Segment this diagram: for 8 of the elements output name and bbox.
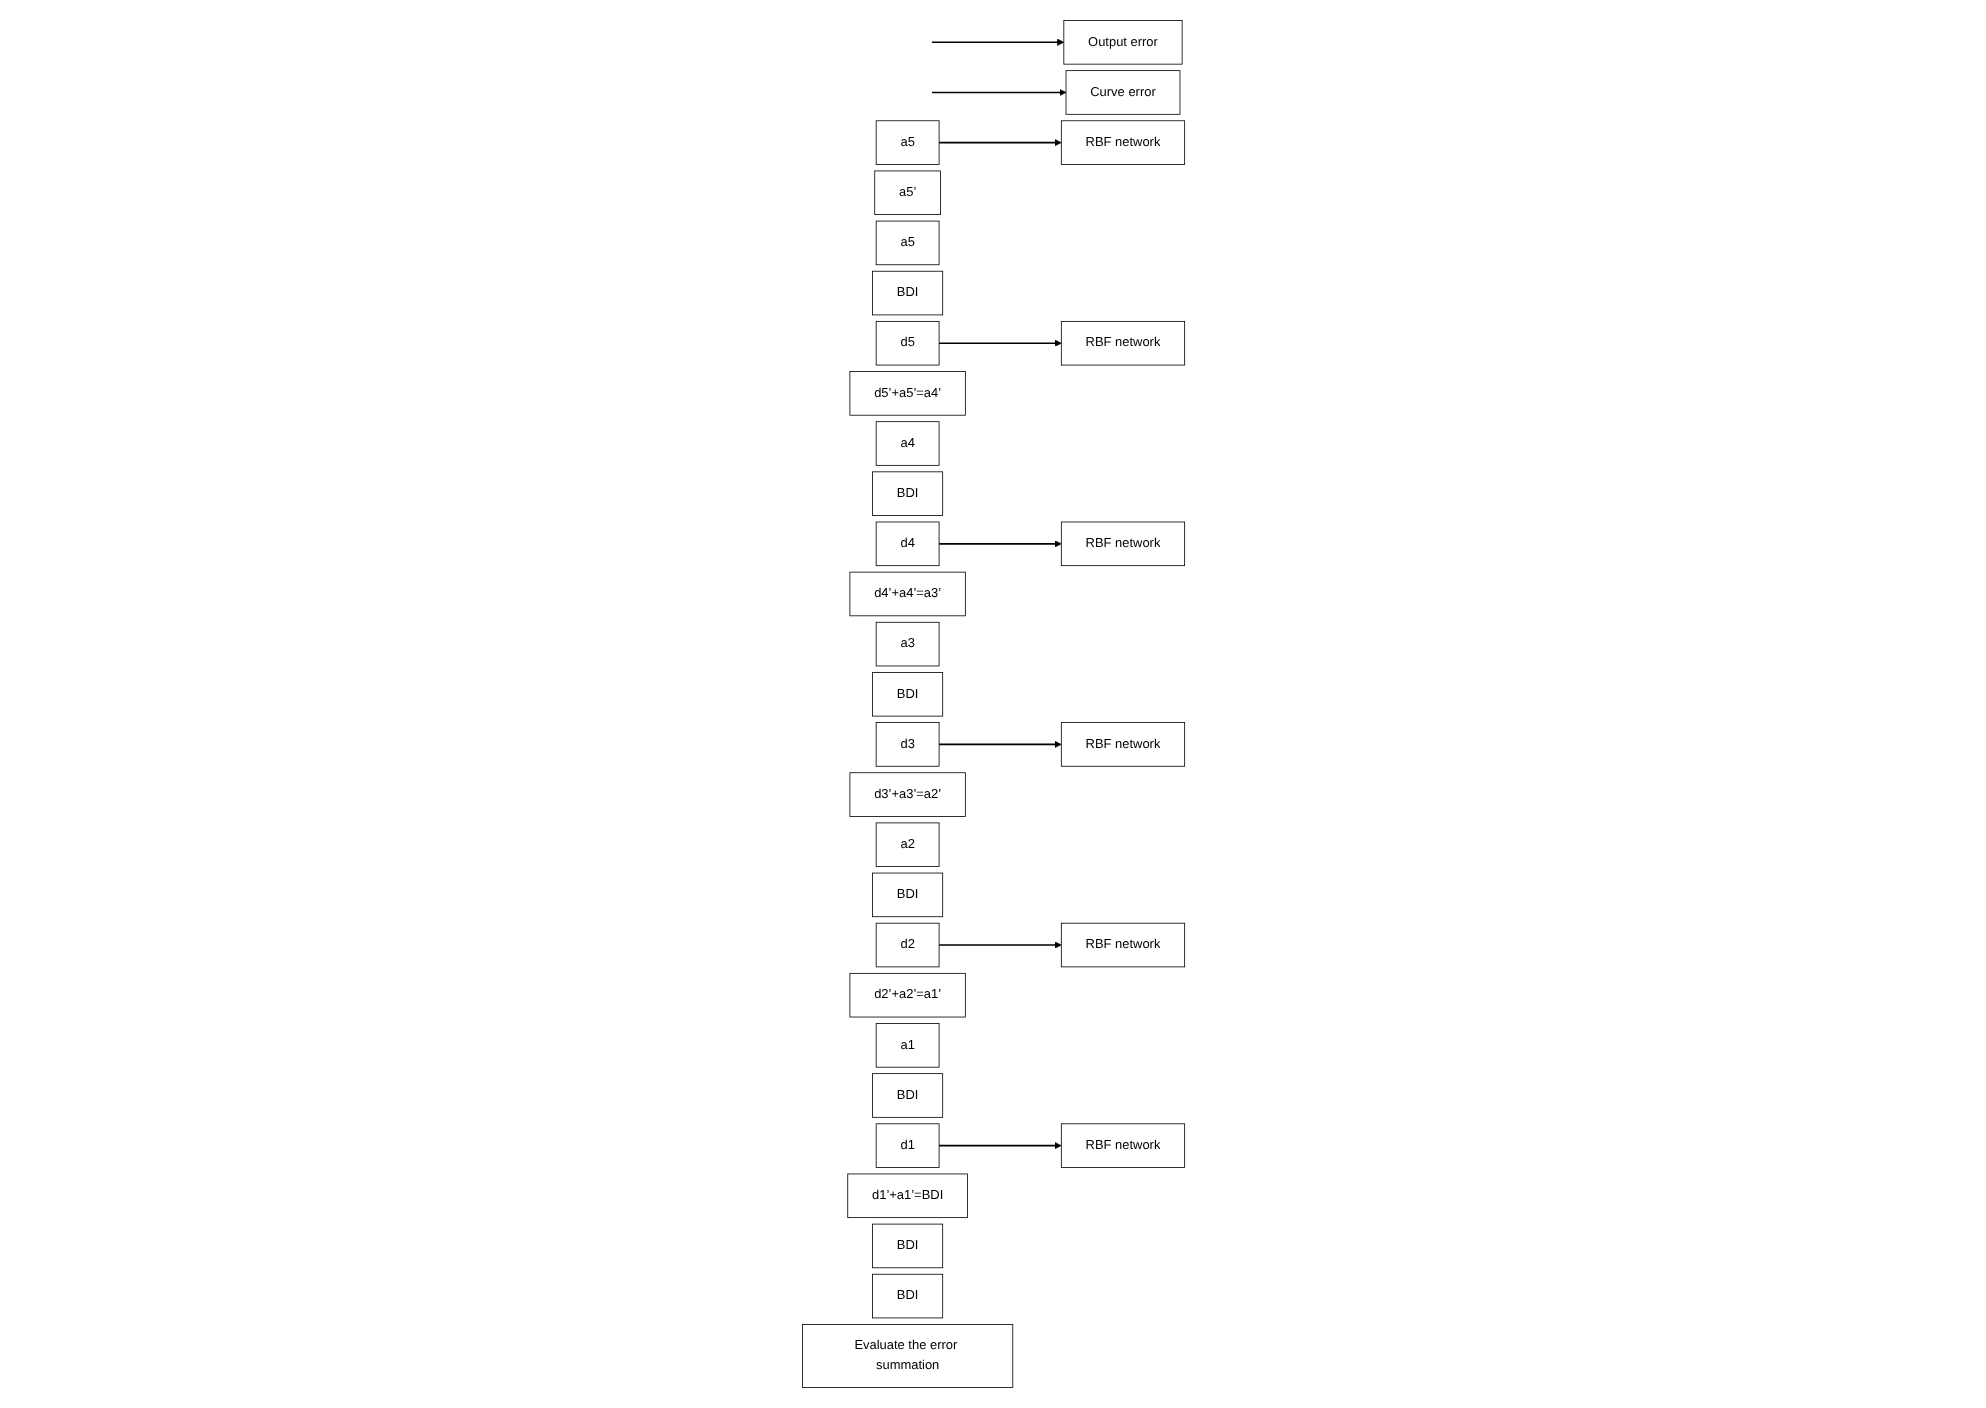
arrow bbox=[937, 339, 1062, 347]
arrow bbox=[937, 540, 1062, 548]
arrow bbox=[937, 740, 1062, 748]
arrow bbox=[930, 38, 1064, 46]
arrow bbox=[937, 941, 1062, 949]
arrow bbox=[937, 1142, 1062, 1150]
arrow bbox=[937, 139, 1062, 147]
arrow bbox=[930, 88, 1066, 96]
